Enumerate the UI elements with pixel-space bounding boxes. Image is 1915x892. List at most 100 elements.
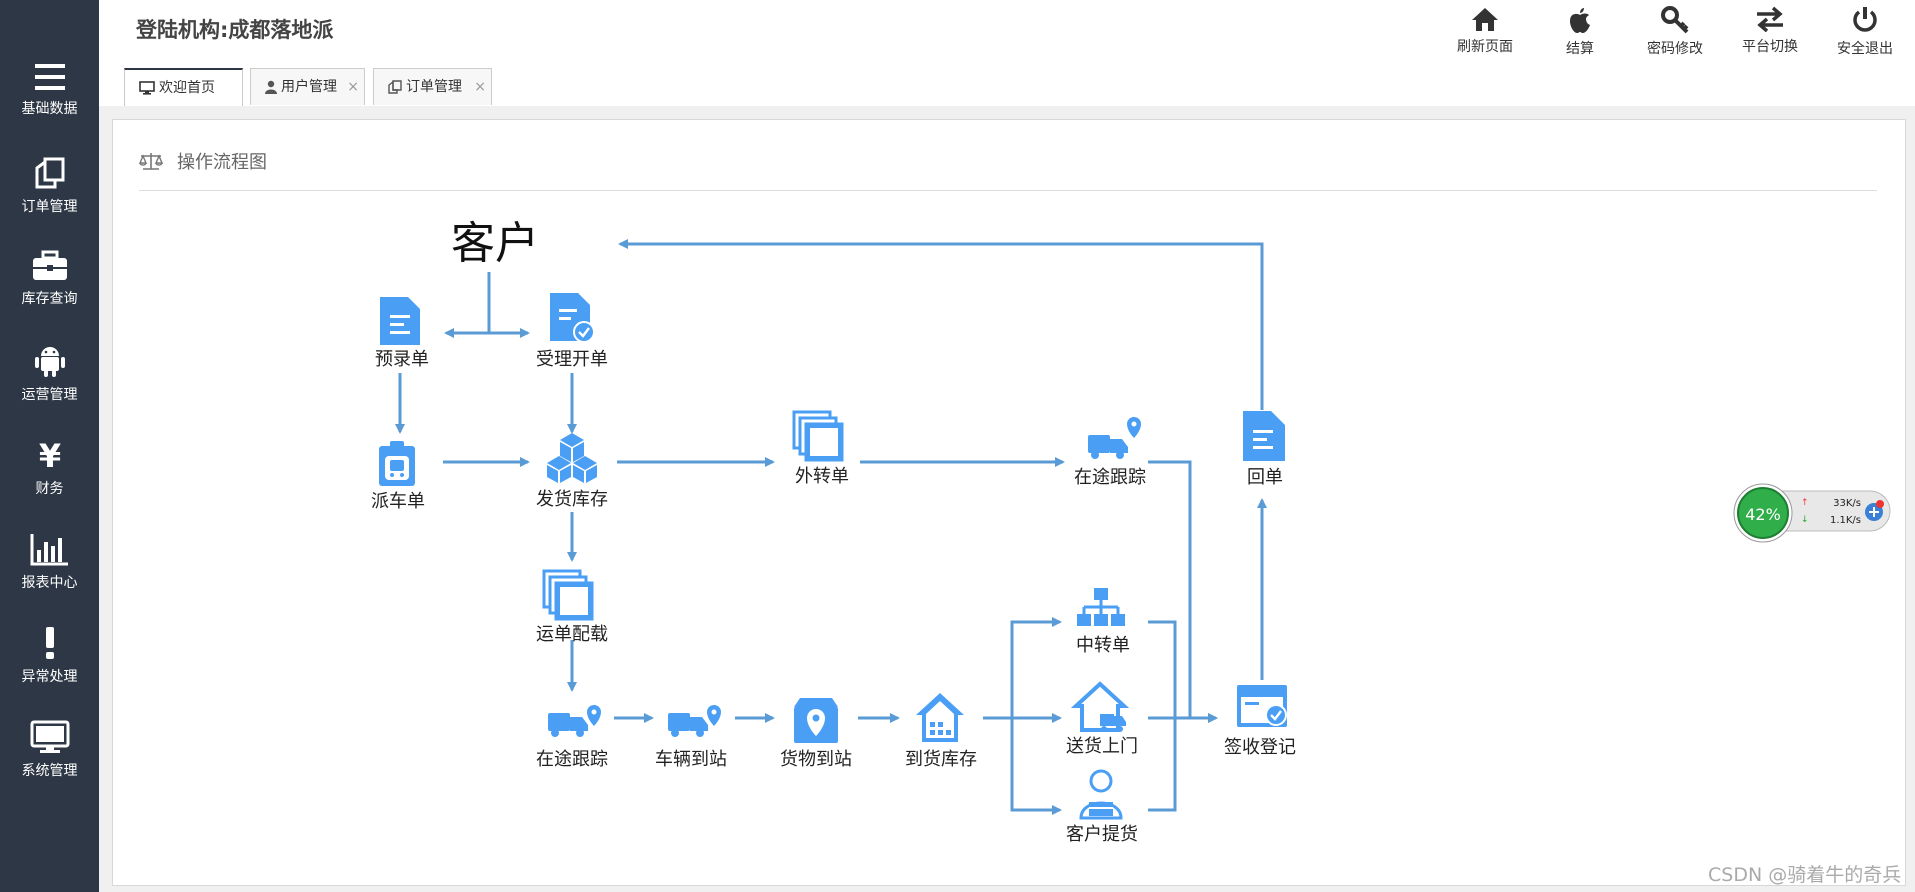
balance-scale-icon xyxy=(139,153,163,170)
sitemap-icon xyxy=(1077,588,1125,626)
power-icon xyxy=(1853,7,1877,32)
button-label: 安全退出 xyxy=(1837,41,1893,57)
copy-icon xyxy=(388,80,402,94)
arrow xyxy=(1010,617,1062,718)
document-check-icon xyxy=(550,293,595,343)
upload-arrow-icon: ↑ xyxy=(1801,498,1809,508)
copies-icon xyxy=(792,410,844,462)
node-prerecord: 预录单 xyxy=(375,349,429,370)
key-icon xyxy=(1661,6,1689,34)
truck-location-icon xyxy=(548,705,601,737)
panel-divider xyxy=(139,190,1877,191)
node-goods-arrive: 货物到站 xyxy=(780,749,852,770)
sidebar-item-reports[interactable]: 报表中心 xyxy=(0,532,99,622)
sidebar-item-label: 财务 xyxy=(35,481,64,497)
sign-register-icon xyxy=(1237,685,1287,727)
arrow xyxy=(618,239,1264,410)
tab-close-icon[interactable]: × xyxy=(474,79,486,95)
usage-gauge xyxy=(1737,487,1789,539)
monitor-icon xyxy=(30,720,69,753)
package-location-icon xyxy=(794,698,838,743)
usage-percent: 42% xyxy=(1745,505,1781,524)
node-dispatch-vehicle: 派车单 xyxy=(371,491,425,512)
node-receipt: 回单 xyxy=(1247,467,1283,488)
button-label: 密码修改 xyxy=(1647,41,1703,57)
network-speed-widget[interactable]: 42% ↑ ↓ 33K/s 1.1K/s xyxy=(1733,481,1893,545)
document-icon xyxy=(380,297,420,345)
content-panel xyxy=(112,119,1906,886)
briefcase-icon xyxy=(32,250,67,280)
watermark: CSDN @骑着牛的奇兵 xyxy=(1708,864,1902,886)
sidebar-item-exceptions[interactable]: 异常处理 xyxy=(0,626,99,716)
tab-label: 用户管理 xyxy=(281,79,337,95)
tab-label: 欢迎首页 xyxy=(159,80,215,96)
copies-icon xyxy=(542,569,594,621)
refresh-page-button[interactable]: 刷新页面 xyxy=(1445,6,1525,56)
sidebar-item-basic-data[interactable]: 基础数据 xyxy=(0,62,99,152)
download-speed: 1.1K/s xyxy=(1830,515,1861,526)
sidebar-item-label: 订单管理 xyxy=(21,199,78,215)
sidebar-item-inventory[interactable]: 库存查询 xyxy=(0,250,99,340)
node-in-transit-bottom: 在途跟踪 xyxy=(536,749,608,770)
arrow xyxy=(1010,718,1062,815)
document-icon xyxy=(1243,411,1285,461)
tab-welcome[interactable]: 欢迎首页 xyxy=(124,68,243,106)
settlement-button[interactable]: 结算 xyxy=(1540,6,1620,58)
truck-location-icon xyxy=(668,705,721,737)
node-sign-register: 签收登记 xyxy=(1224,737,1296,758)
node-arrival-stock: 到货库存 xyxy=(905,749,977,770)
sidebar-item-label: 报表中心 xyxy=(21,575,78,591)
node-in-transit-top: 在途跟踪 xyxy=(1074,467,1146,488)
customer-label: 客户 xyxy=(451,218,539,269)
logout-button[interactable]: 安全退出 xyxy=(1825,6,1905,58)
exclamation-icon xyxy=(45,627,54,659)
arrow xyxy=(1148,460,1218,723)
node-door-delivery: 送货上门 xyxy=(1066,736,1138,757)
sidebar: 基础数据 订单管理 库存查询 运营管理 ¥ 财务 报表中心 异常处理 系统管理 xyxy=(0,0,99,892)
change-password-button[interactable]: 密码修改 xyxy=(1635,6,1715,58)
upload-speed: 33K/s xyxy=(1833,498,1861,509)
sidebar-item-label: 系统管理 xyxy=(21,763,78,779)
node-customer-pickup: 客户提货 xyxy=(1066,824,1138,845)
download-arrow-icon: ↓ xyxy=(1801,515,1809,525)
tab-close-icon[interactable]: × xyxy=(347,79,359,95)
tab-label: 订单管理 xyxy=(406,79,462,95)
svg-text:¥: ¥ xyxy=(38,438,60,472)
sidebar-item-system[interactable]: 系统管理 xyxy=(0,720,99,810)
bar-chart-icon xyxy=(30,534,68,566)
user-icon xyxy=(265,80,277,94)
sidebar-item-label: 运营管理 xyxy=(21,387,78,403)
node-vehicle-arrive: 车辆到站 xyxy=(655,749,727,770)
tab-order-management[interactable]: 订单管理 × xyxy=(373,68,492,105)
android-icon xyxy=(34,347,65,377)
node-waybill-load: 运单配载 xyxy=(536,624,608,645)
person-package-icon xyxy=(1079,769,1123,820)
apple-icon xyxy=(1570,8,1590,33)
sidebar-item-label: 基础数据 xyxy=(21,101,78,117)
button-label: 刷新页面 xyxy=(1457,39,1513,55)
tab-user-management[interactable]: 用户管理 × xyxy=(250,68,365,105)
switch-platform-button[interactable]: 平台切换 xyxy=(1730,6,1810,56)
desktop-icon xyxy=(139,81,155,95)
sidebar-item-finance[interactable]: ¥ 财务 xyxy=(0,438,99,528)
sidebar-item-label: 库存查询 xyxy=(21,291,78,307)
truck-location-icon xyxy=(1088,417,1141,459)
org-title: 登陆机构:成都落地派 xyxy=(136,18,334,42)
home-icon xyxy=(1472,8,1498,31)
house-delivery-icon xyxy=(1070,681,1130,732)
sidebar-item-operations[interactable]: 运营管理 xyxy=(0,344,99,434)
arrow xyxy=(1148,620,1177,718)
copy-icon xyxy=(35,157,64,189)
flow-arrows xyxy=(395,239,1267,815)
boxes-icon xyxy=(547,433,597,483)
sidebar-item-label: 异常处理 xyxy=(21,669,78,685)
warehouse-icon xyxy=(916,693,964,742)
exchange-icon xyxy=(1757,6,1783,32)
node-accept-order: 受理开单 xyxy=(536,349,608,370)
node-transfer-mid: 中转单 xyxy=(1076,635,1130,656)
node-transfer-out: 外转单 xyxy=(795,466,849,487)
clipboard-truck-icon xyxy=(379,441,415,486)
sidebar-item-orders[interactable]: 订单管理 xyxy=(0,156,99,246)
yen-icon: ¥ xyxy=(38,438,60,472)
